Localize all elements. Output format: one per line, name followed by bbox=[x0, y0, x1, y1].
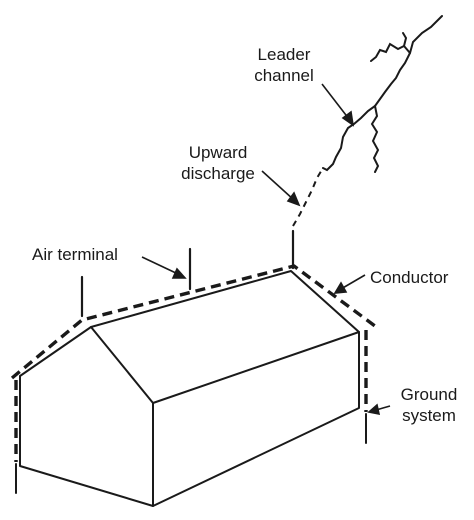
air-terminal-arrow bbox=[141, 256, 179, 275]
upward-discharge-arrowhead bbox=[286, 191, 301, 207]
leader-channel bbox=[322, 15, 443, 173]
upward-discharge-label-line2: discharge bbox=[181, 164, 255, 183]
annotation-arrows bbox=[141, 83, 391, 416]
house-side-wall bbox=[152, 331, 360, 507]
leader-channel-label-line1: Leader bbox=[257, 45, 311, 64]
leader-main-stroke bbox=[322, 15, 443, 172]
leader-channel-label: Leader channel bbox=[247, 44, 321, 86]
ground-system-label: Ground system bbox=[390, 384, 468, 426]
air-terminal-arrowhead bbox=[171, 267, 187, 279]
conductor-roof-dashed bbox=[10, 264, 377, 380]
house-gable-end bbox=[19, 326, 154, 507]
house-outline bbox=[19, 270, 360, 507]
leader-channel-arrow bbox=[321, 83, 350, 120]
air-terminal-label: Air terminal bbox=[32, 245, 118, 264]
ground-system-arrowhead bbox=[367, 403, 381, 416]
ground-system-label-line1: Ground bbox=[400, 385, 458, 404]
house-roof bbox=[90, 270, 360, 404]
leader-branch-lower bbox=[370, 105, 380, 173]
conductor-arrowhead bbox=[333, 281, 348, 294]
ground-system-label-line2: system bbox=[402, 406, 456, 425]
upward-discharge-streamer bbox=[292, 167, 324, 227]
conductor-arrow bbox=[340, 274, 366, 290]
leader-channel-arrowhead bbox=[341, 110, 355, 127]
leader-branch-upper bbox=[370, 42, 411, 62]
upward-discharge-label-line1: Upward bbox=[188, 143, 248, 162]
ground-rods bbox=[15, 413, 367, 494]
leader-branch-tip bbox=[402, 32, 408, 47]
leader-channel-label-line2: channel bbox=[254, 66, 314, 85]
conductor-path bbox=[10, 264, 377, 462]
conductor-label: Conductor bbox=[370, 268, 449, 287]
air-terminals bbox=[80, 229, 295, 318]
upward-discharge-label: Upward discharge bbox=[172, 142, 264, 184]
upward-discharge-arrow bbox=[261, 170, 295, 201]
